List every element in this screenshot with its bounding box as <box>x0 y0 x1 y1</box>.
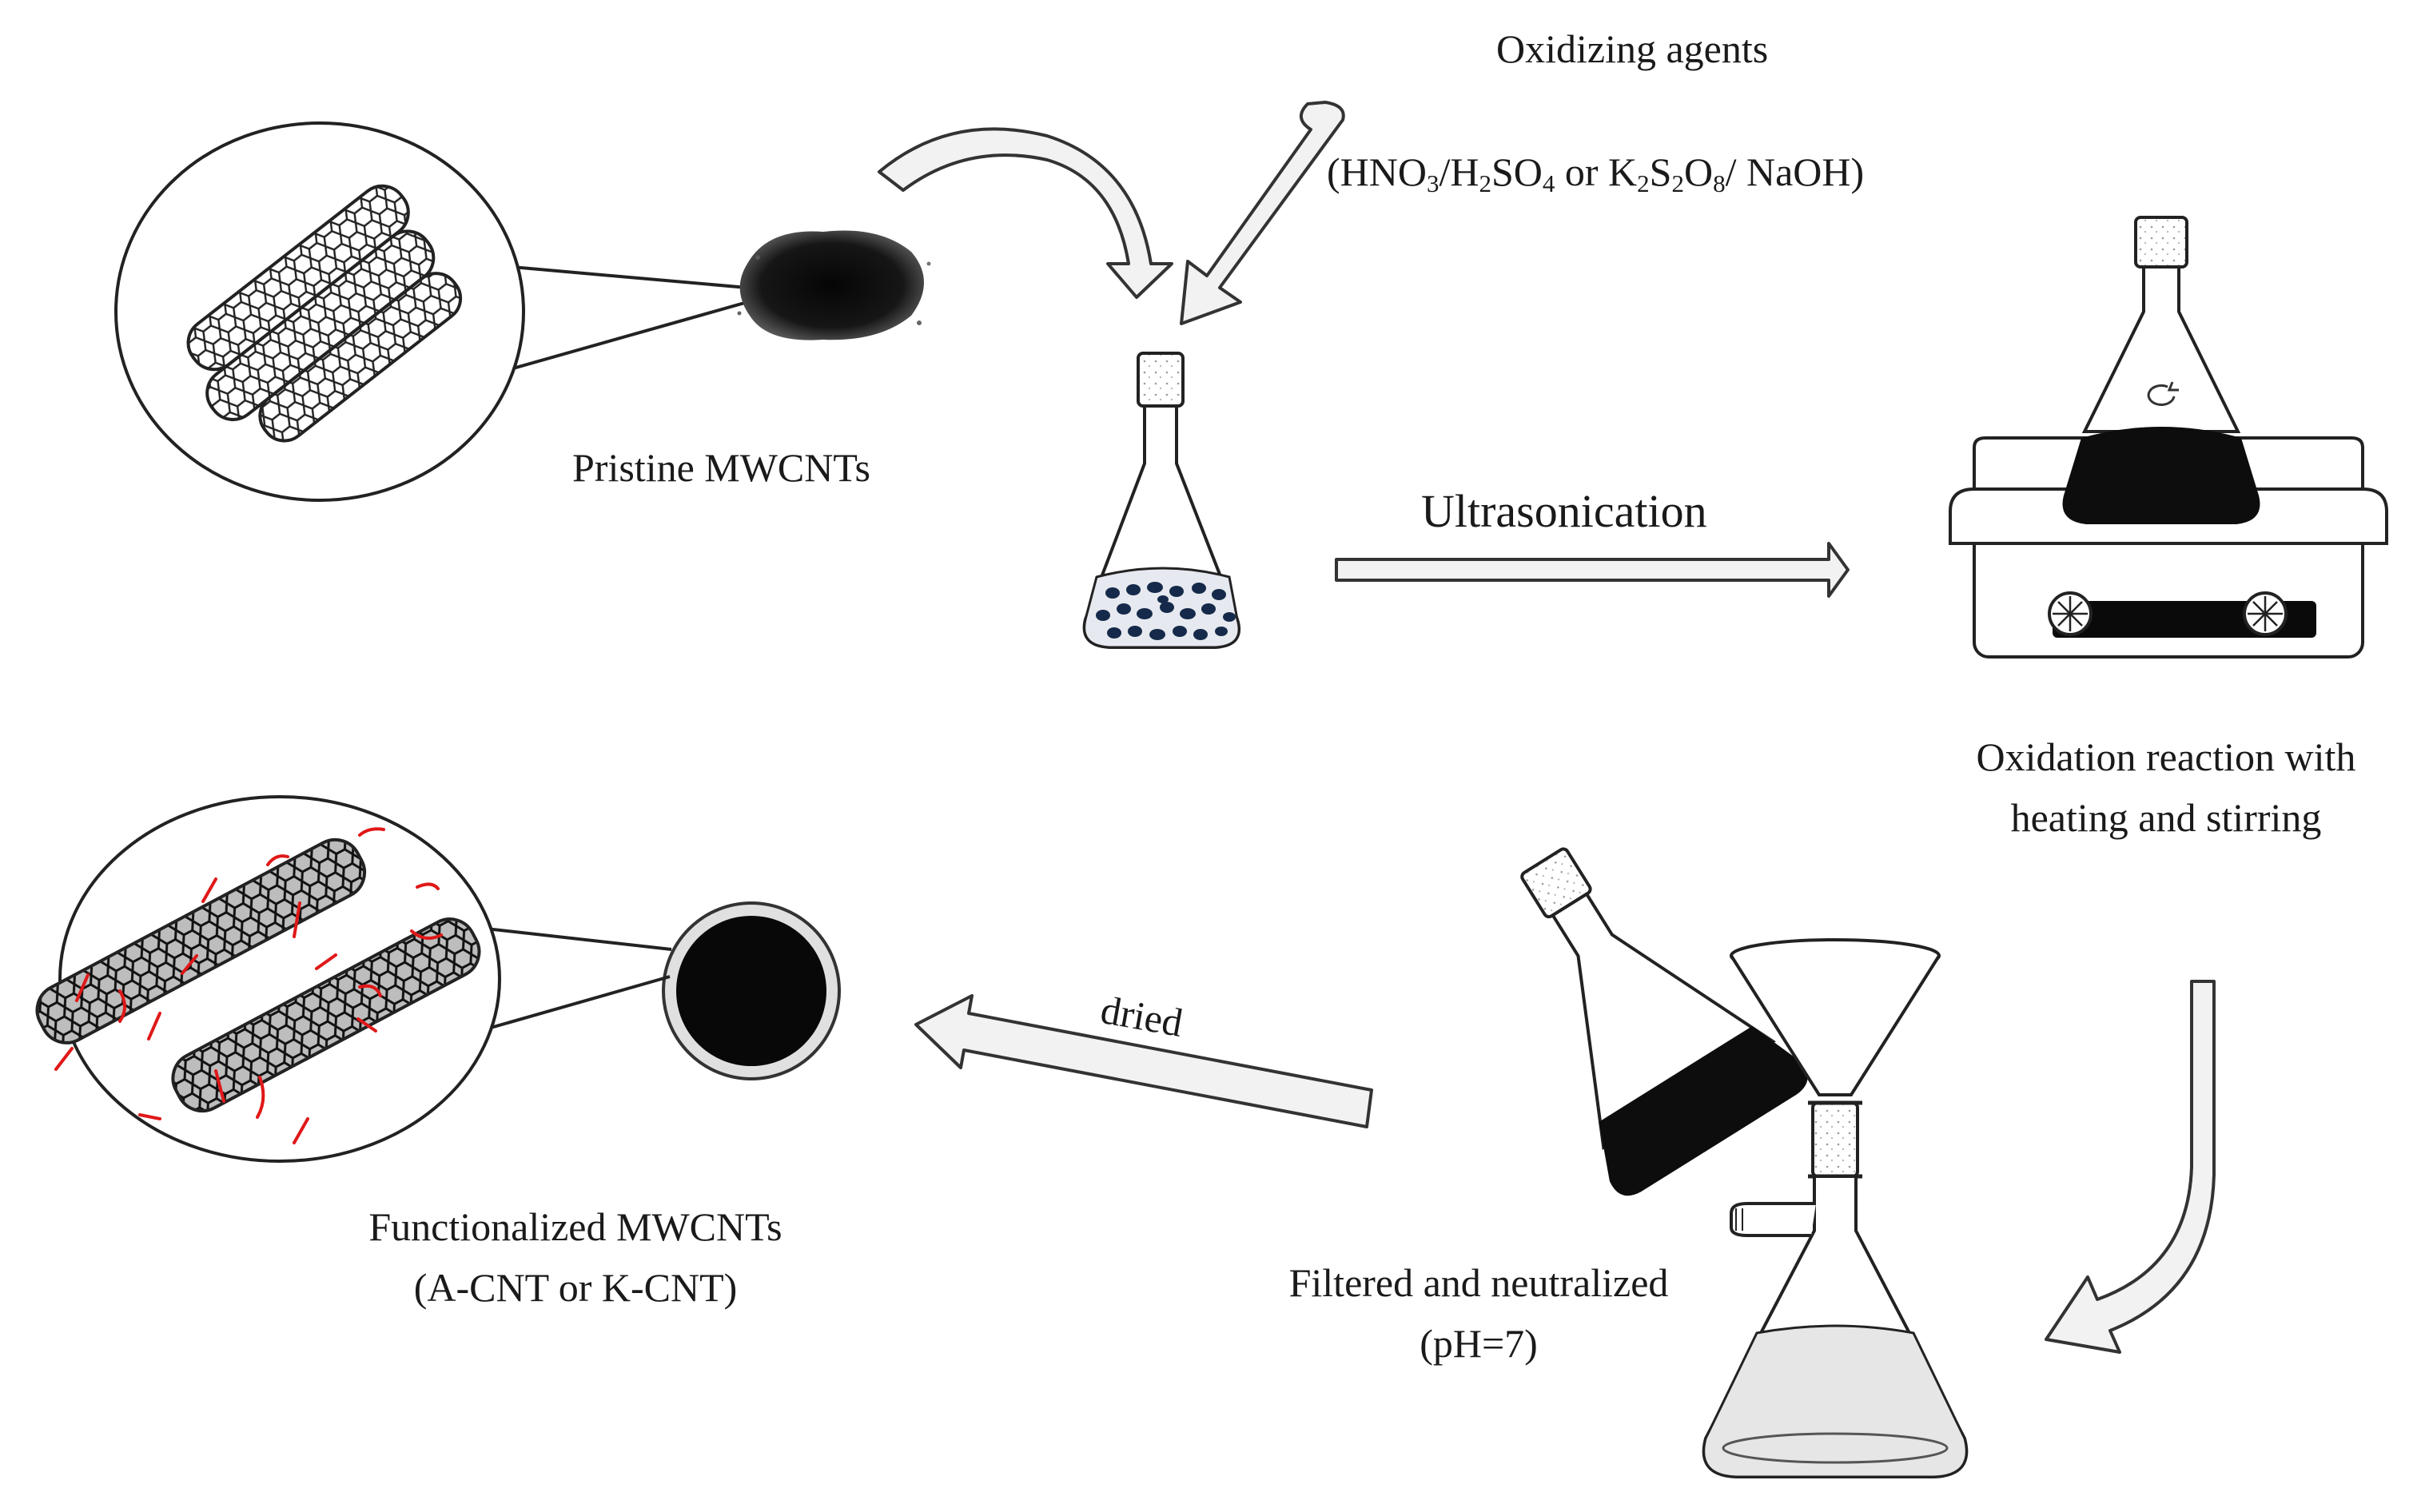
knob-icon <box>2048 591 2093 636</box>
pristine-mwcnts-label: Pristine MWCNTs <box>572 445 870 490</box>
reagent-subscript: 2 <box>1479 169 1491 197</box>
reagent-text: / NaOH) <box>1725 149 1865 194</box>
petri-dish-icon <box>662 901 841 1080</box>
functionalized-magnifier-bubble <box>35 795 672 1163</box>
stirring-icon <box>2147 384 2176 406</box>
ultrasonication-arrow-icon <box>1335 542 1850 598</box>
heated-flask-icon <box>2062 216 2260 524</box>
functionalized-mwcnts-label-line1: Functionalized MWCNTs <box>368 1204 782 1249</box>
dried-arrow-icon <box>914 994 1373 1128</box>
filtered-neutralized-label-line1: Filtered and neutralized <box>1288 1260 1669 1305</box>
reagent-text: (HNO <box>1327 149 1427 194</box>
reagent-text: /H <box>1439 149 1479 194</box>
reagent-text: O <box>1683 149 1714 194</box>
reagent-text: SO <box>1491 149 1543 194</box>
oxidizing-agents-label: Oxidizing agents <box>1496 26 1769 71</box>
filter-flask-icon <box>1702 1175 1969 1478</box>
oxidation-to-filter-arrow-icon <box>2045 980 2216 1354</box>
oxidation-reaction-label-line2: heating and stirring <box>2010 795 2322 840</box>
reagent-subscript: 3 <box>1426 169 1439 197</box>
knob-icon <box>2243 591 2288 636</box>
reagent-text: S <box>1649 149 1672 194</box>
pristine-magnifier-bubble <box>114 121 748 502</box>
powder-to-flask-arrow-icon <box>878 127 1173 299</box>
ultrasonication-label: Ultrasonication <box>1421 485 1707 537</box>
reagent-text: or K <box>1555 149 1638 194</box>
reagent-subscript: 2 <box>1637 169 1650 197</box>
filtered-neutralized-label-line2: (pH=7) <box>1420 1321 1538 1366</box>
functionalized-mwcnts-label-line2: (A-CNT or K-CNT) <box>413 1265 738 1310</box>
pouring-flask-icon <box>1520 847 1808 1196</box>
reagent-subscript: 8 <box>1713 169 1726 197</box>
reagent-subscript: 4 <box>1542 169 1555 197</box>
reagent-subscript: 2 <box>1671 169 1684 197</box>
reagent-arrow-icon <box>1180 101 1345 325</box>
reagents-formula-label: (HNO3/H2SO4 or K2S2O8/ NaOH) <box>1327 144 1864 200</box>
filtration-funnel-icon <box>1730 938 1941 1179</box>
oxidation-reaction-label-line1: Oxidation reaction with <box>1976 734 2356 779</box>
powder-pile-icon <box>737 230 931 340</box>
reaction-flask-icon <box>1082 352 1240 649</box>
pristine-nanotube-icon <box>186 184 463 443</box>
functional-groups-icon <box>54 827 443 1144</box>
